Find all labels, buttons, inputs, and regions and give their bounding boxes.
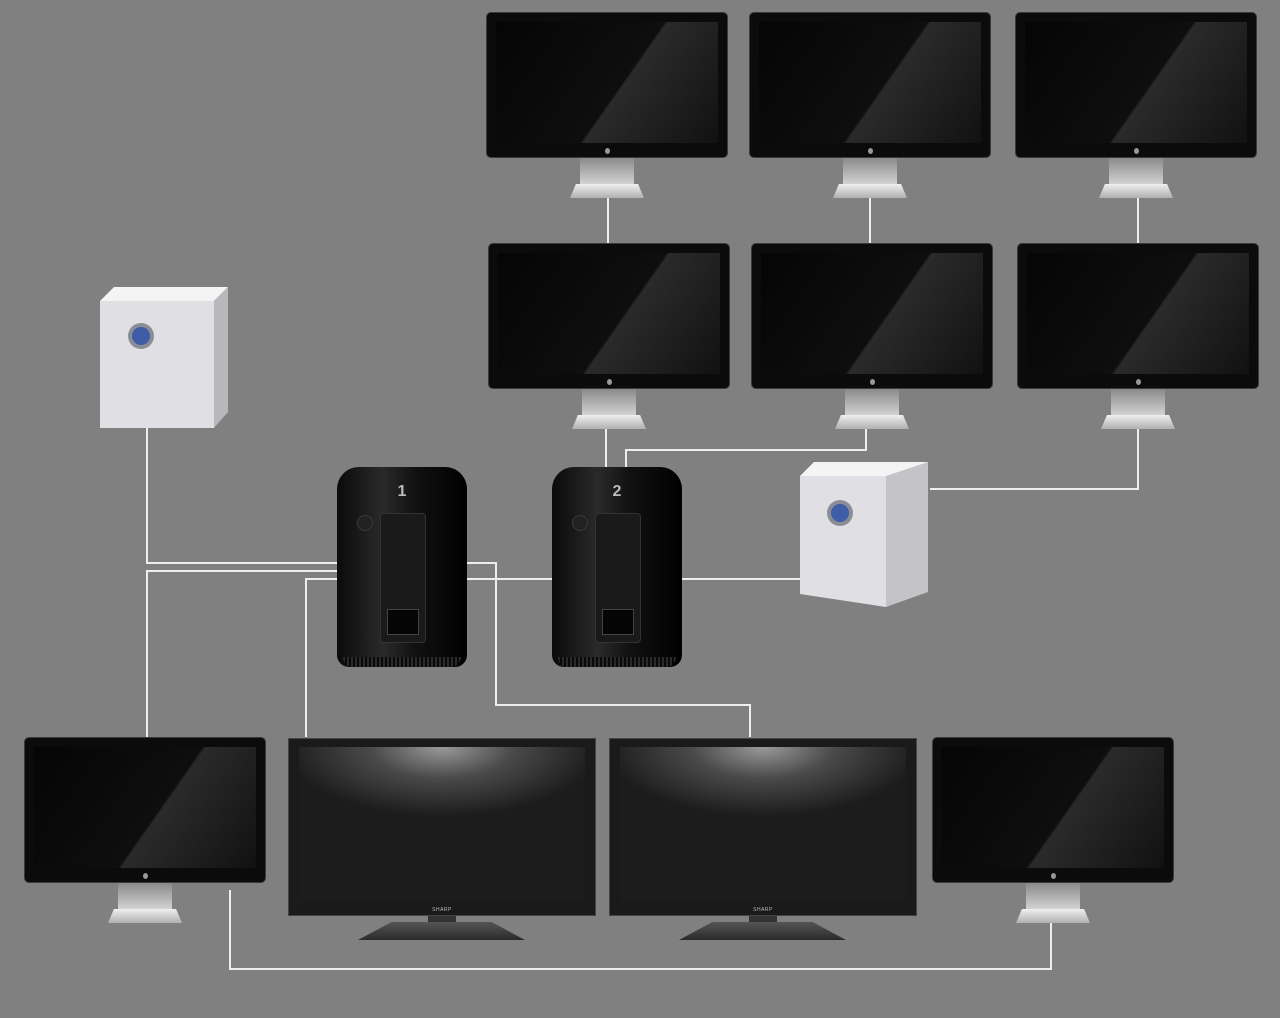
apple-logo-icon <box>143 873 148 879</box>
thunderbolt-display-top-3 <box>1015 12 1257 198</box>
cable-drive1-macpro1 <box>146 428 382 564</box>
mac-pro-number: 2 <box>612 483 622 500</box>
thunderbolt-display-top-2 <box>749 12 991 198</box>
apple-logo-icon <box>1051 873 1056 879</box>
thunderbolt-display-mid-3 <box>1017 243 1259 429</box>
apple-logo-icon <box>870 379 875 385</box>
thunderbolt-display-top-1 <box>486 12 728 198</box>
sharp-brand: SHARP <box>753 907 773 913</box>
apple-logo-icon <box>607 379 612 385</box>
apple-logo-icon <box>1136 379 1141 385</box>
thunderbolt-display-bottom-left <box>24 737 266 923</box>
power-socket-icon <box>602 609 634 635</box>
mac-pro-1: 1 <box>337 467 467 667</box>
cable-bottom-displays <box>229 890 1052 970</box>
apple-logo-icon <box>1134 148 1139 154</box>
power-button-icon <box>572 515 588 531</box>
raid-drive-2 <box>800 462 928 607</box>
raid-drive-1 <box>100 287 228 428</box>
cable-macpro1-sharp2 <box>418 562 751 737</box>
thunderbolt-display-mid-2 <box>751 243 993 429</box>
apple-logo-icon <box>605 148 610 154</box>
apple-logo-icon <box>868 148 873 154</box>
sharp-display-1: SHARP <box>288 738 596 940</box>
power-socket-icon <box>387 609 419 635</box>
sharp-display-2: SHARP <box>609 738 917 940</box>
thunderbolt-display-mid-1 <box>488 243 730 429</box>
cable-drive2-row2col3 <box>930 428 1139 490</box>
power-button-icon <box>357 515 373 531</box>
cable-display-bl-macpro1 <box>146 570 382 737</box>
thunderbolt-display-bottom-right <box>932 737 1174 923</box>
mac-pro-number: 1 <box>397 483 407 500</box>
sharp-brand: SHARP <box>432 907 452 913</box>
mac-pro-2: 2 <box>552 467 682 667</box>
